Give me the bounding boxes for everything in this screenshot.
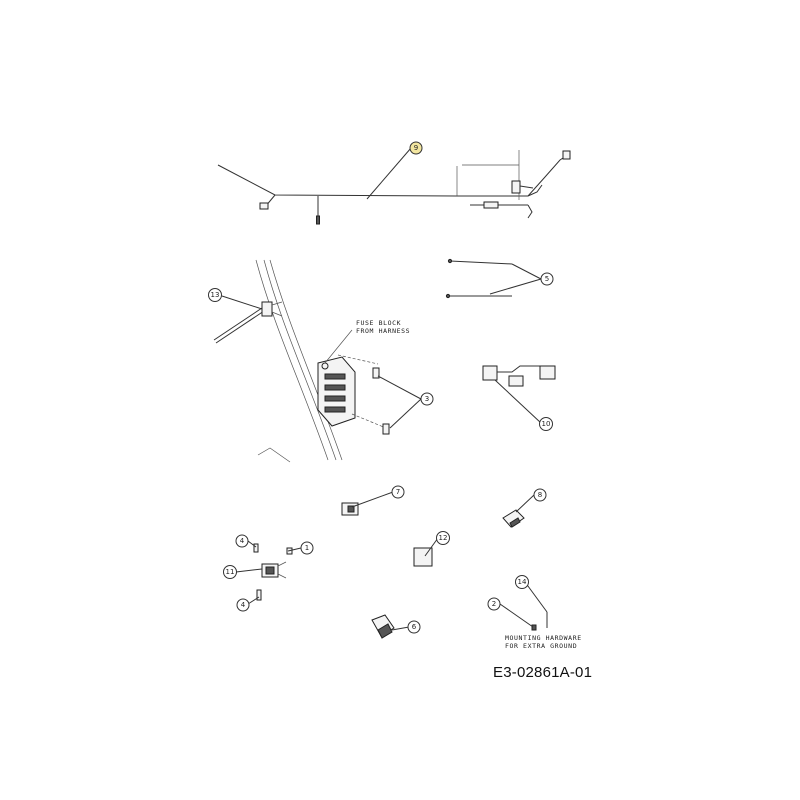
- callout-2-circle: [487, 597, 501, 611]
- callout-12-circle: [436, 531, 450, 545]
- battery-cables: [445, 258, 513, 299]
- relay-harness: [482, 365, 556, 387]
- note-mounting-line1: MOUNTING HARDWARE: [505, 634, 582, 642]
- callout-5[interactable]: 5: [540, 272, 554, 286]
- callout-1[interactable]: 1: [300, 541, 314, 555]
- callout-12-label: 12: [439, 534, 448, 542]
- callout-7[interactable]: 7: [391, 485, 405, 499]
- callout-5-label: 5: [545, 275, 549, 283]
- callout-4-bottom-circle: [236, 598, 250, 612]
- callout-3-label: 3: [425, 395, 429, 403]
- switch-7: [341, 502, 359, 516]
- callout-4-bottom-label: 4: [241, 601, 246, 609]
- ignition-switch: [253, 543, 293, 601]
- callout-13-circle: [208, 288, 222, 302]
- note-mounting-line2: FOR EXTRA GROUND: [505, 642, 577, 650]
- callout-10-circle: [539, 417, 553, 431]
- callout-13-label: 13: [211, 291, 220, 299]
- callout-14-circle: [515, 575, 529, 589]
- callout-11[interactable]: 11: [223, 565, 237, 579]
- callout-1-label: 1: [305, 544, 309, 552]
- callout-2[interactable]: 2: [487, 597, 501, 611]
- callout-7-circle: [391, 485, 405, 499]
- callout-5-circle: [540, 272, 554, 286]
- note-fuse-block-line2: FROM HARNESS: [356, 327, 410, 335]
- callout-9-circle: [409, 141, 423, 155]
- ground-hardware: [531, 612, 548, 631]
- callout-3[interactable]: 3: [420, 392, 434, 406]
- callout-13[interactable]: 13: [208, 288, 222, 302]
- callout-4-bottom[interactable]: 4: [236, 598, 250, 612]
- callout-10-label: 10: [542, 420, 551, 428]
- callout-9-label: 9: [414, 144, 418, 152]
- callout-2-label: 2: [492, 600, 496, 608]
- callout-10[interactable]: 10: [539, 417, 553, 431]
- fuse-block: [317, 329, 390, 435]
- callout-6[interactable]: 6: [407, 620, 421, 634]
- callout-7-label: 7: [396, 488, 400, 496]
- callout-11-circle: [223, 565, 237, 579]
- note-fuse-block-line1: FUSE BLOCK: [356, 319, 401, 327]
- callout-8-label: 8: [538, 491, 542, 499]
- callout-11-label: 11: [226, 568, 235, 576]
- callout-12[interactable]: 12: [436, 531, 450, 545]
- callout-6-label: 6: [412, 623, 417, 631]
- callout-8[interactable]: 8: [533, 488, 547, 502]
- callout-1-circle: [300, 541, 314, 555]
- switch-8: [502, 509, 525, 528]
- callout-4-top-circle: [235, 534, 249, 548]
- callout-4-top[interactable]: 4: [235, 534, 249, 548]
- wiring-harness: [217, 150, 571, 225]
- drawing-number: E3-02861A-01: [493, 664, 593, 681]
- callout-9[interactable]: 9: [409, 141, 423, 155]
- callout-8-circle: [533, 488, 547, 502]
- callout-14-label: 14: [518, 578, 527, 586]
- callout-3-circle: [420, 392, 434, 406]
- callout-6-circle: [407, 620, 421, 634]
- dash-panel: [213, 259, 343, 463]
- callout-4-top-label: 4: [240, 537, 245, 545]
- leader-lines: [221, 147, 548, 631]
- callout-14[interactable]: 14: [515, 575, 529, 589]
- connector-6: [371, 614, 395, 639]
